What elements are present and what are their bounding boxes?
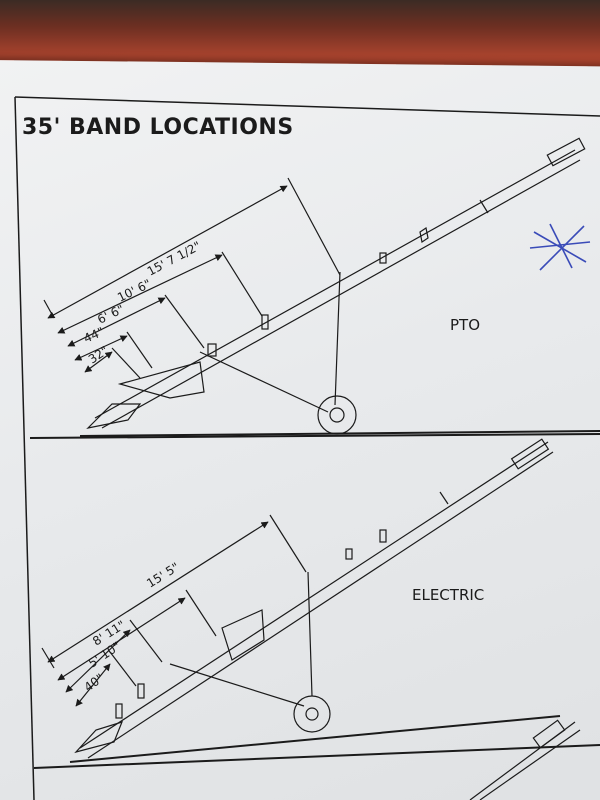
pto-diagram: [43, 137, 600, 437]
electric-diagram: [41, 438, 561, 763]
pto-label: PTO: [450, 316, 480, 334]
partial-third-diagram: [469, 719, 581, 800]
pto-dim-5: 32": [86, 343, 111, 366]
electric-wheel: [293, 695, 331, 733]
pto-wheel: [317, 395, 357, 435]
auger-tube-top: [94, 149, 576, 419]
page-title: 35' BAND LOCATIONS: [22, 115, 294, 140]
electric-dim-4: 40": [82, 671, 107, 695]
auger-tube-bottom: [101, 159, 581, 429]
pto-dim-3: 6' 6": [95, 302, 126, 327]
pto-dim-2: 10' 6": [115, 277, 153, 305]
electric-dim-1: 15' 5": [144, 560, 182, 591]
electric-label: ELECTRIC: [412, 586, 484, 604]
ground-line-2: [69, 715, 561, 763]
page-frame: [14, 96, 600, 800]
pen-mark-asterisk: [529, 223, 591, 271]
pto-dim-1: 15' 7 1/2": [145, 239, 203, 279]
